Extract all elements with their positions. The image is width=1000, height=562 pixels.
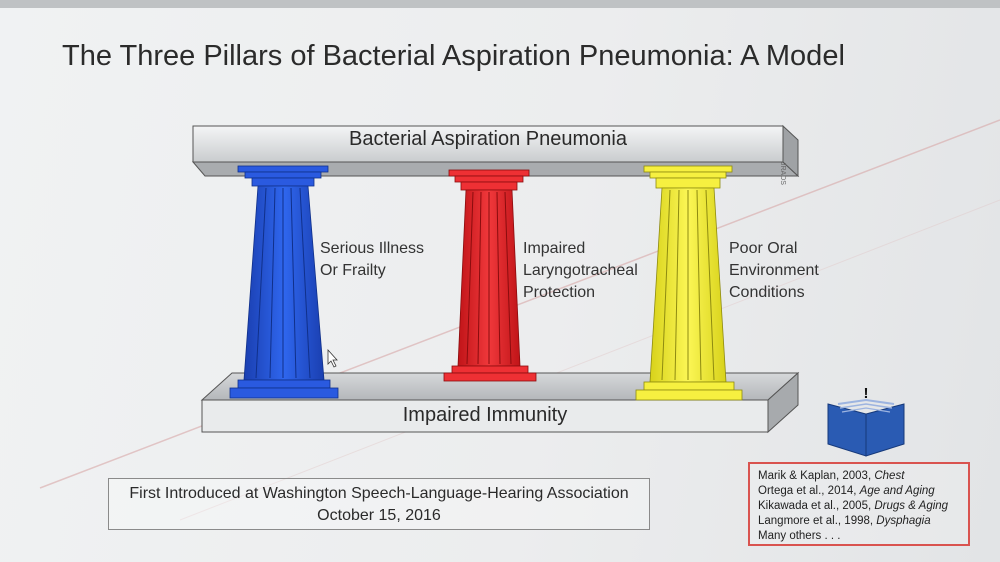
reflection-line: [39, 119, 1000, 489]
reference-item: Ortega et al., 2014, Age and Aging: [758, 485, 935, 497]
pillar-label-laryngotracheal: Impaired Laryngotracheal Protection: [523, 240, 638, 301]
base-slab: [200, 371, 800, 434]
reference-item: Many others . . .: [758, 530, 841, 542]
top-beam-label: Bacterial Aspiration Pneumonia: [349, 128, 627, 150]
credit-box: First Introduced at Washington Speech-La…: [108, 478, 650, 530]
reflection-line: [179, 199, 1000, 521]
mouse-cursor-icon: [327, 348, 338, 368]
reference-item: Kikawada et al., 2005, Drugs & Aging: [758, 500, 949, 512]
slide-title: The Three Pillars of Bacterial Aspiratio…: [62, 40, 845, 72]
credit-line-1: First Introduced at Washington Speech-La…: [129, 485, 629, 502]
pillar-yellow: [635, 165, 743, 401]
reference-item: Langmore et al., 1998, Dysphagia: [758, 515, 931, 527]
book-exclamation: !: [864, 385, 869, 402]
pillar-blue: [229, 165, 339, 399]
references-box: Marik & Kaplan, 2003, Chest Ortega et al…: [748, 462, 970, 546]
pillar-red: [443, 169, 537, 382]
screen-frame: [0, 0, 1000, 8]
beam-watermark: JRADS: [779, 162, 786, 185]
credit-line-2: October 15, 2016: [317, 507, 441, 524]
pillar-label-oral: Poor Oral Environment Conditions: [729, 240, 819, 301]
top-beam: [191, 124, 800, 178]
open-book-icon: [827, 398, 905, 457]
reference-item: Marik & Kaplan, 2003, Chest: [758, 470, 905, 482]
pillar-label-illness: Serious Illness Or Frailty: [320, 240, 425, 279]
base-label: Impaired Immunity: [402, 404, 568, 426]
